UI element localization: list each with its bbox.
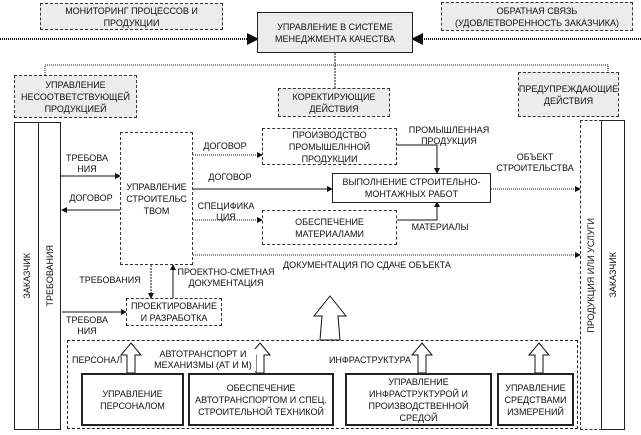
label-requirements: ТРЕБОВА НИЯ [65,153,109,174]
resources-container [67,340,578,429]
label-design-docs: ПРОЕКТНО-СМЕТНАЯ ДОКУМЕНТАЦИЯ [177,267,275,288]
label-specification: СПЕЦИФИКА ЦИЯ [197,201,255,222]
infrastructure-mgmt-box: УПРАВЛЕНИЕ ИНФРАСТРУКТУРОЙ И ПРОИЗВОДСТВ… [345,373,492,426]
label-requirements: ТРЕБОВА НИЯ [65,315,109,336]
industrial-production-box: ПРОИЗВОДСТВО ПРОМЫШЕЛННОЙ ПРОДУКЦИИ [262,128,397,165]
products-column: ПРОДУКЦИЯ ИЛИ УСЛУГИ [580,120,602,430]
label-construction-object: ОБЪЕКТ СТРОИТЕЛЬСТВА [496,152,574,173]
customer-left-label: ЗАКАЗЧИК [21,253,32,299]
label-requirements: ТРЕБОВАНИЯ [79,275,141,285]
label-handover-docs: ДОКУМЕНТАЦИЯ ПО СДАЧЕ ОБЪЕКТА [283,260,451,270]
requirements-label: ТРЕБОВАНИЯ [44,245,55,307]
vehicles-mgmt-box: ОБЕСПЕЧЕНИЕ АВТОТРАНСПОРТОМ И СПЕЦ. СТРО… [188,373,334,426]
materials-supply-box: ОБЕСПЕЧЕНИЕ МАТЕРИАЛАМИ [262,210,397,245]
installation-works-box: ВЫПОЛНЕНИЕ СТРОИТЕЛЬНО- МОНТАЖНЫХ РАБОТ [332,173,491,203]
label-personnel: ПЕРСОНАЛ [72,355,123,365]
customer-left-column: ЗАКАЗЧИК [14,122,39,430]
up-arrow-icon [527,342,551,374]
label-contract: ДОГОВОР [208,172,252,182]
feedback-box: ОБРАТНАЯ СВЯЗЬ (УДОВЛЕТВОРЕННОСТЬ ЗАКАЗЧ… [441,2,633,31]
design-box: ПРОЕКТИРОВАНИЕ И РАЗРАБОТКА [126,298,222,326]
personnel-mgmt-box: УПРАВЛЕНИЕ ПЕРСОНАЛОМ [81,373,184,426]
label-industrial-products: ПРОМЫШЛЕННАЯ ПРОДУКЦИЯ [408,125,490,146]
qms-box: УПРАВЛЕНИЕ В СИСТЕМЕ МЕНЕДЖМЕНТА КАЧЕСТВ… [257,12,413,53]
label-vehicles: АВТОТРАНСПОРТ И МЕХАНИЗМЫ (АТ И М) [150,349,256,371]
monitoring-box: МОНИТОРИНГ ПРОЦЕССОВ И ПРОДУКЦИИ [40,3,223,30]
hollow-up-arrows [119,295,551,374]
big-up-arrow-icon [312,295,348,341]
nonconforming-box: УПРАВЛЕНИЕ НЕСООТВЕТСТВУЮЩЕЙ ПРОДУКЦИЕЙ [14,75,137,118]
label-materials: МАТЕРИАЛЫ [411,222,469,232]
corrective-box: КОРЕКТИРУЮЩИЕ ДЕЙСТВИЯ [278,88,390,117]
customer-right-label: ЗАКАЗЧИК [608,252,618,298]
up-arrow-icon [119,342,143,374]
requirements-column: ТРЕБОВАНИЯ [38,122,61,430]
products-label: ПРОДУКЦИЯ ИЛИ УСЛУГИ [586,217,596,333]
customer-right-column: ЗАКАЗЧИК [601,120,625,430]
up-arrow-icon [410,342,434,374]
label-infrastructure: ИНФРАСТРУКТУРА [328,355,412,365]
label-contract: ДОГОВОР [69,193,113,203]
construction-mgmt-box: УПРАВЛЕНИЕ СТРОИТЕЛЬС ТВОМ [120,132,193,265]
label-contract: ДОГОВОР [203,141,247,151]
measurement-mgmt-box: УПРАВЛЕНИЕ СРЕДСТВАМИ ИЗМЕРЕНИЙ [497,373,574,426]
preventive-box: ПРЕДУПРЕЖДАЮЩИЕ ДЕЙСТВИЯ [518,72,619,117]
